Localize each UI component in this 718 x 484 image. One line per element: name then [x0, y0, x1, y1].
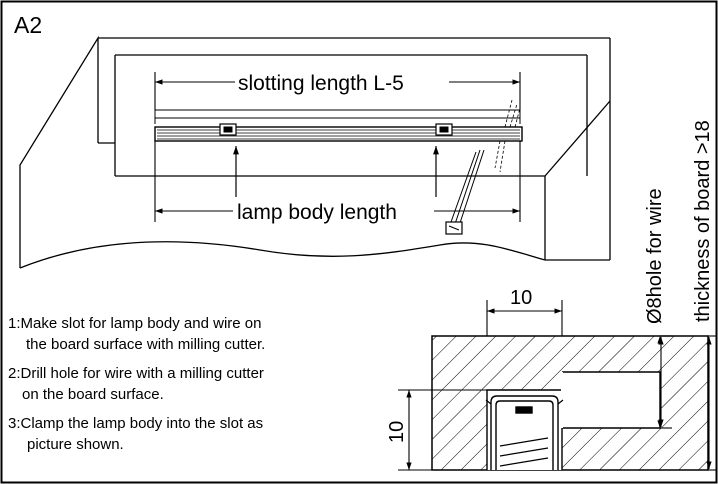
label-board-thickness: thickness of board >18 [692, 120, 714, 322]
dim-board-thickness [706, 335, 716, 471]
label-dim-width: 10 [510, 287, 532, 309]
label-lamp-body-length: lamp body length [237, 201, 397, 224]
instruction-steps: 1:Make slot for lamp body and wire on th… [8, 315, 265, 453]
dim-hole [657, 335, 672, 429]
lamp-profile-section [485, 395, 564, 470]
step-3-line-1: 3:Clamp the lamp body into the slot as [8, 415, 263, 432]
cabinet-perspective [19, 35, 611, 269]
dim-slotting-length [154, 72, 521, 110]
left-panel [19, 35, 99, 268]
step-1-line-1: 1:Make slot for lamp body and wire on [8, 315, 261, 332]
dim-depth [398, 389, 487, 471]
step-3-line-2: picture shown. [27, 436, 124, 453]
dim-lamp-body-length [154, 141, 521, 222]
lamp-body [154, 99, 523, 173]
step-2-line-2: on the board surface. [22, 386, 164, 403]
slot-outline [154, 109, 521, 124]
label-dim-depth: 10 [386, 421, 408, 443]
figure-id: A2 [14, 12, 42, 38]
label-hole-for-wire: Ø8hole for wire [644, 188, 666, 324]
step-2-line-1: 2:Drill hole for wire with a milling cut… [8, 365, 264, 382]
lamp-wire [445, 149, 485, 235]
label-slotting-length: slotting length L-5 [238, 72, 404, 95]
board-cross-section [431, 335, 709, 471]
step-1-line-2: the board surface with milling cutter. [26, 336, 265, 353]
dim-width [486, 300, 563, 336]
wavy-break-line [19, 241, 546, 269]
